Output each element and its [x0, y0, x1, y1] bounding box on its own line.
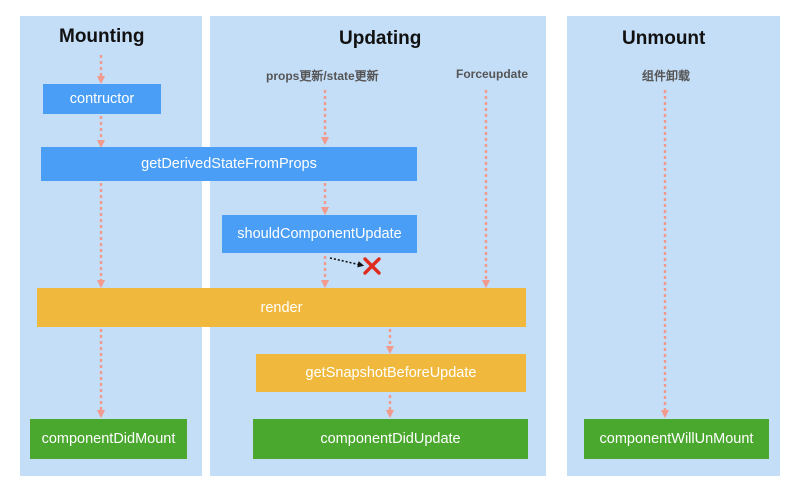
get-derived-state-from-props-node: getDerivedStateFromProps	[41, 147, 417, 181]
trigger-component-unmount: 组件卸载	[642, 69, 691, 83]
unmount-title: Unmount	[622, 28, 706, 49]
updating-title: Updating	[339, 28, 422, 49]
should-component-update-node: shouldComponentUpdate	[222, 215, 417, 253]
component-did-mount-node: componentDidMount	[30, 419, 187, 459]
unmount-panel	[567, 16, 780, 476]
arrow-scu-false	[329, 257, 365, 268]
component-did-update-node: componentDidUpdate	[253, 419, 528, 459]
constructor-node: contructor	[43, 84, 161, 114]
red-cross-icon	[363, 257, 381, 275]
get-snapshot-before-update-node: getSnapshotBeforeUpdate	[256, 354, 526, 392]
trigger-forceupdate: Forceupdate	[456, 67, 529, 81]
render-node: render	[37, 288, 526, 327]
component-will-unmount-node: componentWillUnMount	[584, 419, 769, 459]
trigger-props-state-update: props更新/state更新	[266, 69, 379, 83]
mounting-title: Mounting	[59, 26, 145, 47]
